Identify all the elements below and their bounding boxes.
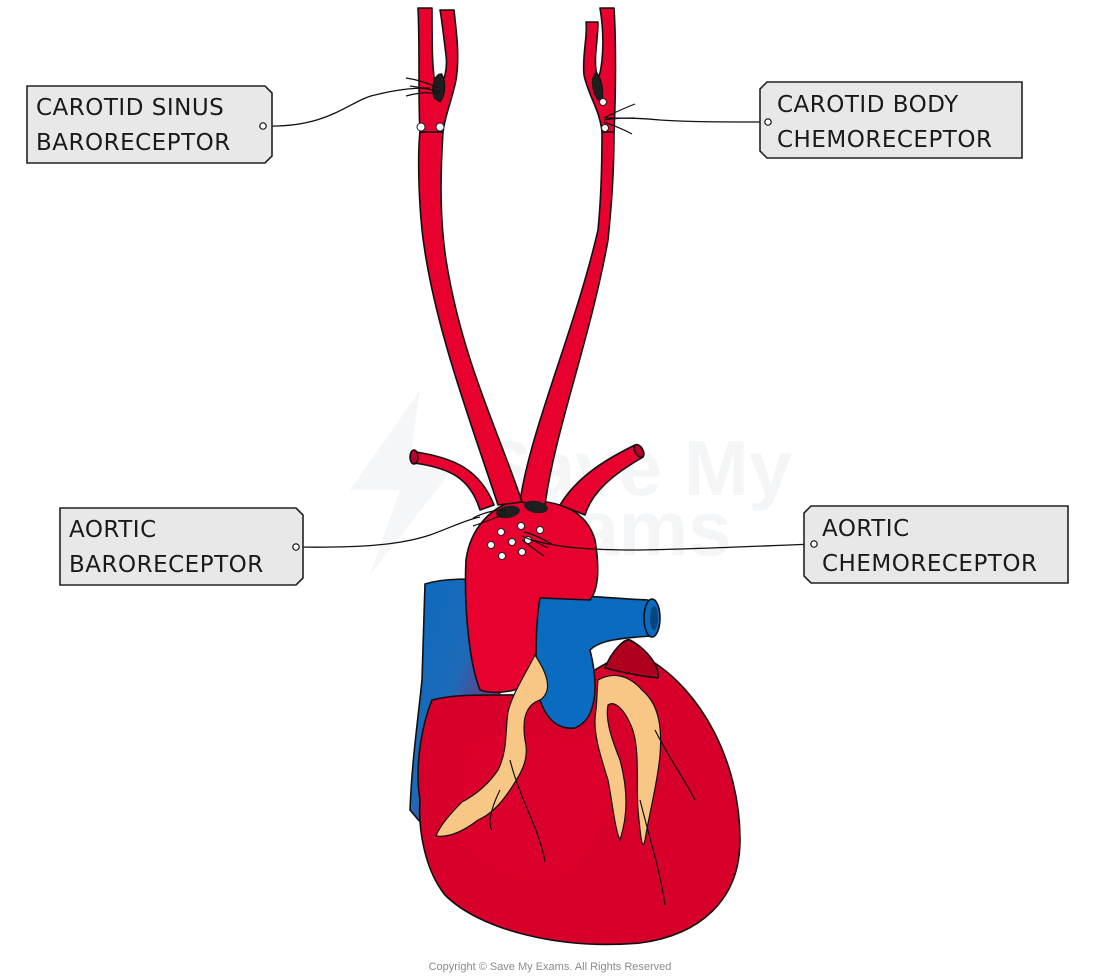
carotid-body-dot	[435, 122, 445, 132]
right-carotid-bifurcation	[417, 7, 459, 133]
aortic-body-dot	[518, 548, 526, 556]
aortic-baro-leader	[295, 516, 481, 548]
carotid-body-label: CAROTID BODY CHEMORECEPTOR	[759, 81, 1023, 159]
coronary-branch	[489, 789, 501, 831]
carotid-body-dot	[599, 98, 607, 106]
aortic-body-dot	[498, 552, 506, 560]
heart	[409, 7, 741, 946]
left-subclavian-opening	[633, 443, 645, 459]
aortic-body-dot	[536, 526, 544, 534]
carotid-sinus-right	[432, 73, 446, 103]
carotid-sinus-left	[591, 71, 604, 101]
carotid-sinus-label: CAROTID SINUS BARORECEPTOR	[26, 85, 273, 164]
carotid-body-dot	[416, 122, 426, 132]
aortic-chemo-line2: CHEMORECEPTOR	[822, 551, 1037, 577]
aortic-body-dot	[497, 528, 505, 536]
carotid-body-line2: CHEMORECEPTOR	[777, 127, 992, 153]
right-coronary-vessels	[435, 653, 549, 837]
aortic-chemo-nerves	[521, 531, 553, 557]
left-coronary-vessels	[594, 674, 662, 846]
aortic-baro-line2: BARORECEPTOR	[69, 552, 264, 578]
aortic-body-dot	[508, 538, 516, 546]
left-atrium	[604, 639, 659, 679]
carotid-sinus-nerves	[405, 77, 441, 97]
right-ventricle-shade	[458, 735, 610, 883]
carotid-body-leader	[605, 117, 769, 123]
aortic-baroreceptor-swelling	[524, 500, 548, 514]
carotid-sinus-line2: BARORECEPTOR	[36, 130, 231, 156]
aortic-body-dot	[487, 541, 495, 549]
coronary-branch	[654, 729, 696, 801]
aortic-chemo-line1: AORTIC	[822, 516, 910, 542]
aortic-chemo-leader	[531, 539, 815, 551]
coronary-branch	[639, 799, 666, 906]
pulmonary-artery-lumen	[650, 606, 658, 630]
aortic-baro-nerves	[472, 509, 506, 527]
aortic-baro-label: AORTIC BARORECEPTOR	[59, 507, 304, 586]
aortic-baro-line1: AORTIC	[69, 517, 157, 543]
aortic-chemo-label: AORTIC CHEMORECEPTOR	[803, 505, 1069, 584]
copyright-notice: Copyright © Save My Exams. All Rights Re…	[429, 961, 672, 973]
carotid-body-dot	[601, 124, 609, 132]
right-subclavian-opening	[409, 449, 419, 465]
carotid-sinus-line1: CAROTID SINUS	[36, 95, 224, 121]
carotid-sinus-leader	[264, 87, 431, 127]
coronary-branch	[509, 759, 546, 863]
carotid-body-line1: CAROTID BODY	[777, 92, 959, 118]
aortic-body-dot	[517, 522, 525, 530]
left-carotid-bifurcation	[582, 7, 617, 133]
